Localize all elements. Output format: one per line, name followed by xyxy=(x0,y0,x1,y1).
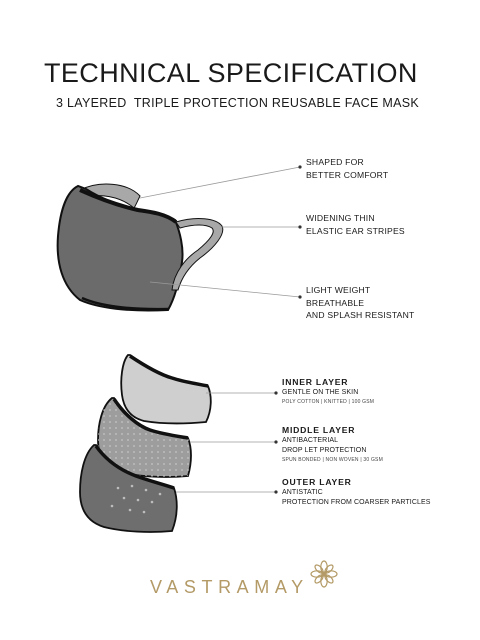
brand-flower-icon xyxy=(310,560,338,588)
layer-description: GENTLE ON THE SKIN xyxy=(282,389,359,396)
feature-line: SHAPED FOR xyxy=(306,157,364,167)
feature-line: BREATHABLE xyxy=(306,297,365,308)
layer-leader-lines xyxy=(176,391,278,494)
brand-name: VASTRAMAY xyxy=(150,577,309,597)
leader-dot-1 xyxy=(298,165,302,169)
layer-description: DROP LET PROTECTION xyxy=(282,447,367,454)
layer-inner: INNER LAYER GENTLE ON THE SKIN POLY COTT… xyxy=(282,376,374,407)
ear-loop-side xyxy=(171,218,224,291)
layer-title: OUTER LAYER xyxy=(282,477,352,487)
feature-line: ELASTIC EAR STRIPES xyxy=(306,225,405,236)
layer-leader-dot-1 xyxy=(274,391,278,395)
mask-bottom-rim xyxy=(81,296,169,311)
middle-layer-graphic xyxy=(97,397,192,478)
layer-material: POLY COTTON | KNITTED | 100 GSM xyxy=(282,399,375,405)
outer-layer-graphic xyxy=(79,444,178,533)
layer-outer: OUTER LAYER ANTISTATIC PROTECTION FROM C… xyxy=(282,476,431,508)
feature-line: AND SPLASH RESISTANT xyxy=(306,310,415,320)
layer-description: PROTECTION FROM COARSER PARTICLES xyxy=(282,499,431,506)
feature-line: LIGHT WEIGHT xyxy=(306,285,371,295)
outer-layer-perforations xyxy=(110,484,162,514)
inner-layer-graphic xyxy=(120,354,212,425)
layer-title: MIDDLE LAYER xyxy=(282,425,356,435)
leader-line-1 xyxy=(139,166,301,199)
feature-ear-stripes: WIDENING THIN ELASTIC EAR STRIPES xyxy=(306,212,405,237)
leader-dot-2 xyxy=(298,225,302,229)
layer-material: SPUN BONDED | NON WOVEN | 30 GSM xyxy=(282,457,383,463)
layer-leader-dot-2 xyxy=(274,440,278,444)
leader-line-3 xyxy=(149,281,301,298)
page-title: TECHNICAL SPECIFICATION xyxy=(44,58,418,88)
feature-shaped-comfort: SHAPED FOR BETTER COMFORT xyxy=(306,156,388,181)
feature-lightweight: LIGHT WEIGHT BREATHABLE AND SPLASH RESIS… xyxy=(306,284,414,322)
feature-leader-lines xyxy=(139,165,302,299)
mask-top-seam xyxy=(79,188,178,224)
layer-description: ANTIBACTERIAL xyxy=(282,437,339,444)
feature-line: BETTER COMFORT xyxy=(306,169,389,180)
layer-leader-dot-3 xyxy=(274,490,278,494)
leader-dot-3 xyxy=(298,295,302,299)
feature-line: WIDENING THIN xyxy=(306,213,375,223)
main-mask xyxy=(56,183,224,312)
layer-description: ANTISTATIC xyxy=(282,489,323,496)
ear-loop-back xyxy=(79,183,141,209)
layer-middle: MIDDLE LAYER ANTIBACTERIAL DROP LET PROT… xyxy=(282,424,383,465)
layer-title: INNER LAYER xyxy=(282,377,349,387)
page-subtitle: 3 LAYERED TRIPLE PROTECTION REUSABLE FAC… xyxy=(56,96,420,110)
